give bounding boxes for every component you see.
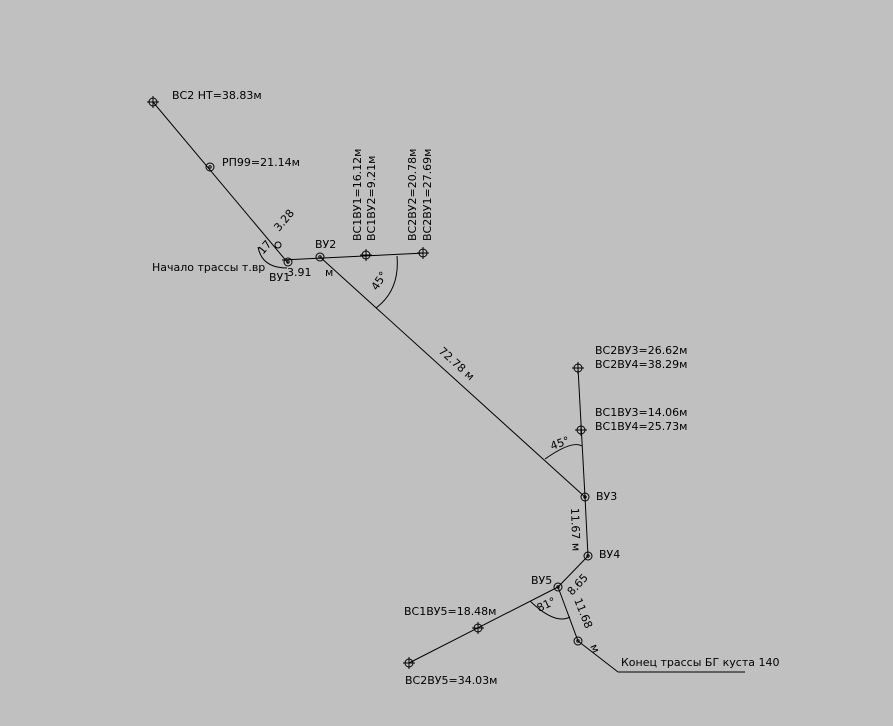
segment-vu5-to-vs2vu5 xyxy=(408,586,559,664)
dim-11-67: 11.67 м xyxy=(568,508,583,552)
label-start: Начало трассы т.вр xyxy=(152,261,265,274)
leader-to-end-label xyxy=(577,640,619,673)
point-marker-vu4 xyxy=(583,551,593,561)
angle-45-lower: 45° xyxy=(549,434,572,453)
segment-vu5-to-end xyxy=(557,586,579,642)
segment-vu3-to-vu4 xyxy=(584,496,589,557)
label-vs1vu4: ВС1ВУ4=25.73м xyxy=(595,420,687,433)
dim-11-68: 11.68 xyxy=(571,596,595,630)
label-vs2vu2: ВС2ВУ2=20.78м xyxy=(406,149,419,241)
angle-arc-45-lower xyxy=(544,444,583,460)
point-marker-vs2-nt xyxy=(147,96,159,108)
point-marker-vs2vu3 xyxy=(572,362,584,374)
angle-45-upper: 45° xyxy=(369,269,391,292)
point-marker-vu3 xyxy=(580,492,590,502)
point-marker-vs1vu3 xyxy=(575,424,587,436)
dim-17: 17 xyxy=(255,238,274,257)
label-vs2vu3: ВС2ВУ3=26.62м xyxy=(595,344,687,357)
point-marker-vs2vu5 xyxy=(403,657,415,669)
angle-81: 81° xyxy=(535,595,558,615)
point-marker-start xyxy=(283,257,293,267)
labels: ВС2 НТ=38.83м РП99=21.14м Начало трассы … xyxy=(152,89,780,687)
point-markers xyxy=(147,96,593,669)
label-vu3: ВУ3 xyxy=(596,490,617,503)
label-vs2vu1: ВС2ВУ1=27.69м xyxy=(421,149,434,241)
label-vu4: ВУ4 xyxy=(599,548,620,561)
point-marker-end xyxy=(573,636,583,646)
segment-vu4-to-vu5 xyxy=(557,555,589,588)
angle-arc-81 xyxy=(529,600,571,620)
point-marker-rp99 xyxy=(205,162,215,172)
angle-arc-45-upper xyxy=(375,255,398,309)
label-vs1vu3: ВС1ВУ3=14.06м xyxy=(595,406,687,419)
label-vu2: ВУ2 xyxy=(315,238,336,251)
point-marker-vs1vu2 xyxy=(274,241,282,249)
segment-vu2-to-vu3 xyxy=(319,256,586,498)
label-vs2vu5: ВС2ВУ5=34.03м xyxy=(405,674,497,687)
label-rp99: РП99=21.14м xyxy=(222,156,300,169)
label-vs2vu4: ВС2ВУ4=38.29м xyxy=(595,358,687,371)
label-vs1vu1: ВС1ВУ1=16.12м xyxy=(351,149,364,241)
angle-arcs xyxy=(257,246,583,620)
dim-3-28: 3.28 xyxy=(271,207,297,234)
point-marker-vs1vu5 xyxy=(472,622,484,634)
segment-start-to-vu2 xyxy=(281,252,426,261)
dim-3-91: 3.91 xyxy=(287,266,312,279)
point-marker-vs2vu1 xyxy=(417,247,429,259)
dim-72-78: 72.78 м xyxy=(436,345,477,384)
dim-3-91-unit: м xyxy=(325,266,333,279)
segment-vs2-to-start xyxy=(152,101,289,264)
point-marker-vs1vu1 xyxy=(360,249,372,261)
label-vs1vu5: ВС1ВУ5=18.48м xyxy=(404,605,496,618)
dim-8-65: 8.65 xyxy=(565,571,591,598)
label-vu1-small: ВУ1 xyxy=(269,271,290,284)
label-end: Конец трассы БГ куста 140 xyxy=(621,656,780,669)
angle-arc-start xyxy=(257,246,288,269)
dim-11-68-unit: м xyxy=(587,642,602,655)
label-vs2-nt: ВС2 НТ=38.83м xyxy=(172,89,262,102)
point-marker-vu5 xyxy=(553,582,563,592)
point-marker-vu2 xyxy=(315,252,325,262)
label-vu5: ВУ5 xyxy=(531,574,552,587)
route-lines xyxy=(152,101,745,673)
label-vs1vu2: ВС1ВУ2=9.21м xyxy=(365,156,378,241)
